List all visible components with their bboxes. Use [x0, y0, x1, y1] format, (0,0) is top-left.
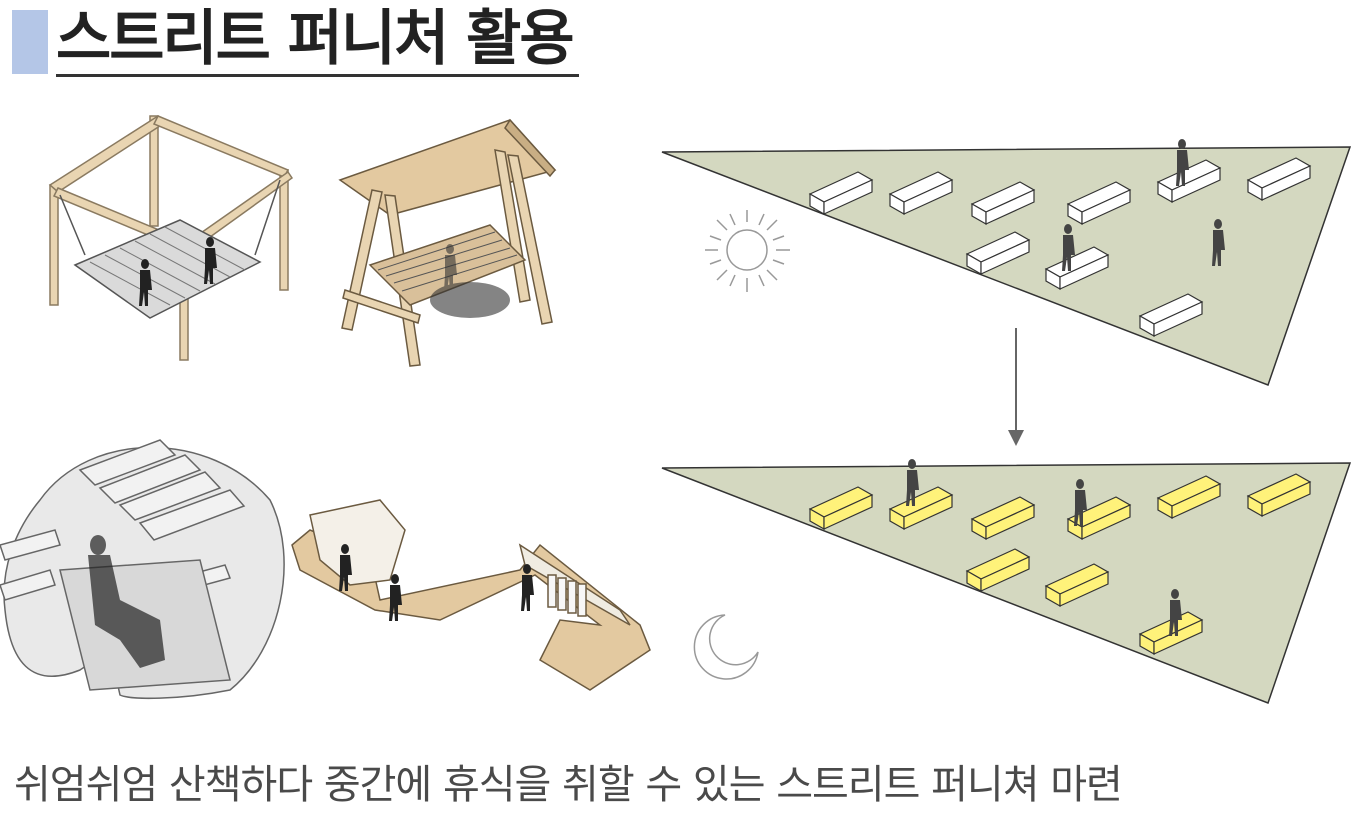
day-plaza-plan [661, 139, 1352, 386]
caption-text: 쉬엄쉬엄 산책하다 중간에 휴식을 취할 수 있는 스트리트 퍼니쳐 마련 [14, 762, 1123, 808]
arrow-down-icon [1008, 328, 1024, 446]
page-title: 스트리트 퍼니처 활용 [56, 4, 579, 77]
swing-bench-furniture [338, 118, 557, 367]
zigzag-bench-furniture [291, 499, 651, 691]
night-plaza-plan [661, 459, 1352, 704]
hammock-furniture [48, 115, 294, 361]
sun-icon [705, 210, 790, 292]
round-pod-furniture [0, 439, 285, 699]
title-accent-bar [12, 10, 48, 74]
moon-icon [693, 614, 759, 680]
